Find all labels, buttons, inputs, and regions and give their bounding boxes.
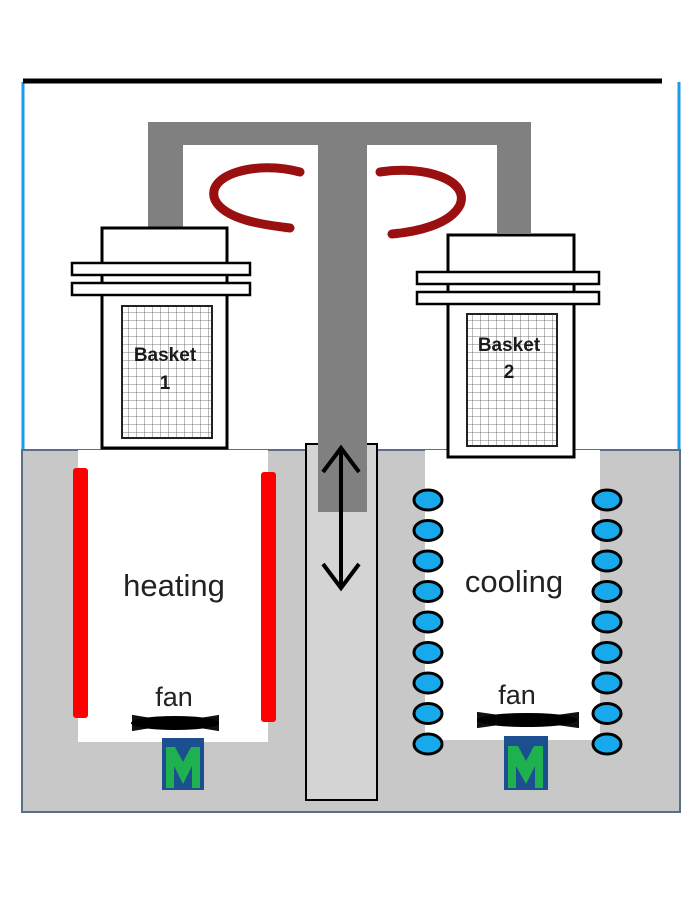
coil-right-bead <box>591 488 623 512</box>
heating-label: heating <box>123 568 225 603</box>
cooling-chamber <box>425 450 600 740</box>
basket-1-mesh <box>121 305 213 439</box>
coil-right-bead <box>591 519 623 542</box>
basket-1-label: Basket <box>134 345 197 366</box>
heater-bar-left <box>73 468 88 718</box>
fan-icon <box>477 711 579 729</box>
heater-bar-right <box>261 472 276 722</box>
coil-right-bead <box>591 610 623 634</box>
fan-left: fan <box>131 682 219 732</box>
double-headed-arrow-icon <box>321 444 361 592</box>
cooling-coil-right <box>591 488 623 756</box>
basket-1: Basket 1 <box>70 226 252 450</box>
motor-right: M <box>504 736 548 790</box>
rotation-arrow-left-icon <box>209 163 305 233</box>
cooling-coil-left <box>412 488 444 756</box>
coil-left-bead <box>412 580 444 603</box>
coil-right-bead <box>591 580 623 603</box>
coil-left-bead <box>412 702 444 725</box>
coil-left-bead <box>412 641 444 664</box>
coil-left-bead <box>412 488 444 512</box>
fan-left-label: fan <box>155 682 193 712</box>
cooling-label: cooling <box>465 564 563 599</box>
heating-chamber <box>78 450 268 742</box>
coil-left-bead <box>412 671 444 695</box>
fan-icon <box>131 714 219 732</box>
coil-right-bead <box>591 671 623 695</box>
coil-right-bead <box>591 702 623 725</box>
basket-1-number: 1 <box>160 373 171 394</box>
rotation-arrow-right-icon <box>375 165 466 239</box>
coil-left-bead <box>412 519 444 542</box>
coil-right-bead <box>591 549 623 573</box>
coil-left-bead <box>412 732 444 756</box>
coil-right-bead <box>591 641 623 664</box>
basket-2: Basket 2 <box>415 233 601 459</box>
fan-right: fan <box>477 680 579 729</box>
basket-2-number: 2 <box>504 362 515 383</box>
t-frame <box>148 122 531 512</box>
coil-left-bead <box>412 549 444 573</box>
fan-right-label: fan <box>498 680 536 710</box>
coil-right-bead <box>591 732 623 756</box>
basket-2-label: Basket <box>478 335 541 356</box>
motor-left: M <box>162 738 204 790</box>
basket-2-mesh <box>466 313 558 447</box>
coil-left-bead <box>412 610 444 634</box>
